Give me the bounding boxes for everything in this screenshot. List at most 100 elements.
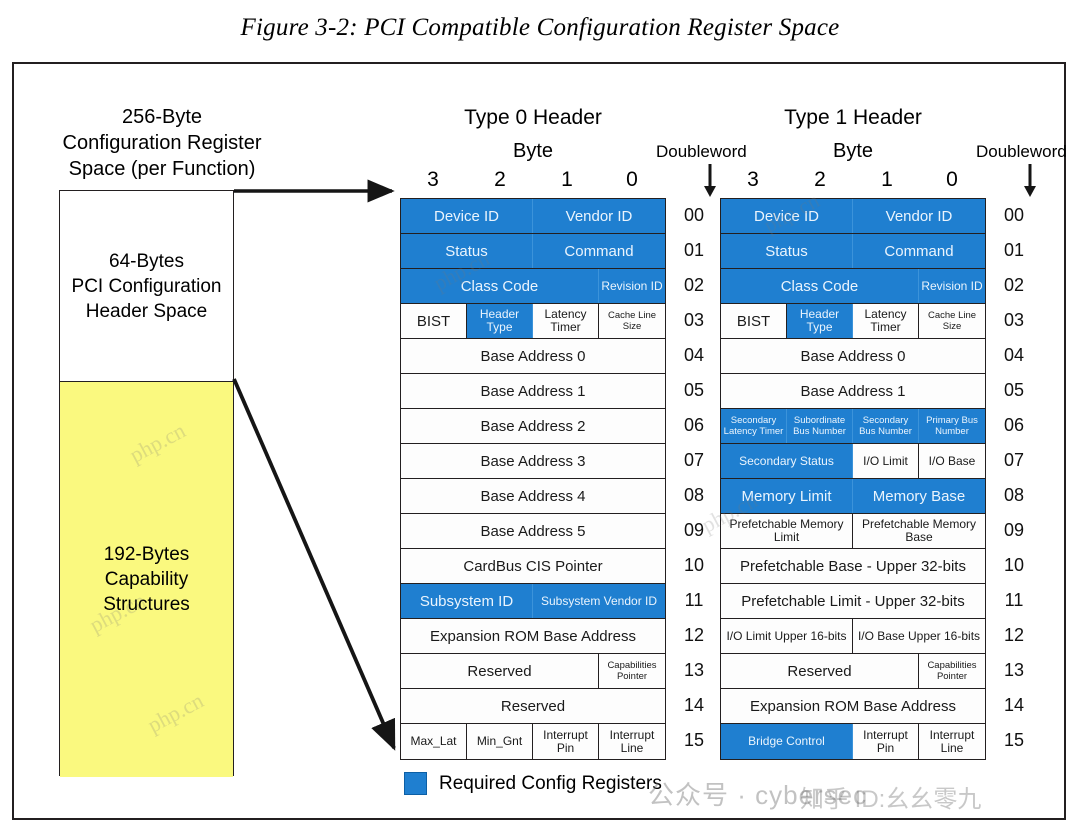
legend: Required Config Registers [404, 772, 662, 795]
register-cell: Base Address 3 [401, 444, 665, 478]
register-cell: Cache Line Size [919, 304, 985, 338]
register-row: Base Address 3 [401, 444, 665, 479]
register-cell: I/O Base Upper 16-bits [853, 619, 985, 653]
type-1-byte-num-3: 3 [747, 168, 759, 191]
register-cell: I/O Limit [853, 444, 919, 478]
header-space-line-2: PCI Configuration [71, 275, 222, 297]
register-cell: Reserved [401, 654, 599, 688]
register-cell: Prefetchable Memory Base [853, 514, 985, 548]
register-row-index: 08 [1003, 485, 1025, 505]
register-cell: Reserved [401, 689, 665, 723]
register-cell: Primary Bus Number [919, 409, 985, 443]
register-row-index: 10 [1003, 555, 1025, 575]
register-row-index: 06 [1003, 415, 1025, 435]
register-row: Base Address 1 [401, 374, 665, 409]
register-row-index: 10 [683, 555, 705, 575]
register-cell: CardBus CIS Pointer [401, 549, 665, 583]
register-row-index: 05 [1003, 380, 1025, 400]
register-cell: Device ID [721, 199, 853, 233]
type-0-byte-label: Byte [512, 140, 554, 162]
register-cell: Header Type [787, 304, 853, 338]
register-row: Expansion ROM Base Address [401, 619, 665, 654]
register-cell: Expansion ROM Base Address [401, 619, 665, 653]
register-cell: Base Address 2 [401, 409, 665, 443]
register-cell: Secondary Status [721, 444, 853, 478]
register-cell: Max_Lat [401, 724, 467, 759]
capability-line-2: Capability [104, 569, 189, 590]
type-1-byte-numbers: 3 2 1 0 [720, 168, 986, 194]
register-row-index: 04 [1003, 345, 1025, 365]
type-0-byte-num-3: 3 [427, 168, 439, 191]
register-row: Expansion ROM Base Address [721, 689, 985, 724]
register-cell: Interrupt Line [599, 724, 665, 759]
register-row-index: 14 [683, 695, 705, 715]
register-cell: Reserved [721, 654, 919, 688]
register-cell: Subsystem Vendor ID [533, 584, 665, 618]
register-row-index: 14 [1003, 695, 1025, 715]
register-cell: Base Address 0 [721, 339, 985, 373]
register-row-index: 08 [683, 485, 705, 505]
left-panel-caption: 256-Byte Configuration Register Space (p… [42, 104, 282, 182]
register-cell: Class Code [401, 269, 599, 303]
watermark-bottom-2: 知乎 ID:幺幺零九 [800, 786, 982, 813]
register-cell: Revision ID [599, 269, 665, 303]
type-0-byte-num-2: 2 [494, 168, 506, 191]
type-0-byte-num-0: 0 [626, 168, 638, 191]
header-space-line-1: 64-Bytes [109, 250, 184, 272]
register-row-index: 07 [1003, 450, 1025, 470]
register-row-index: 13 [683, 660, 705, 680]
type-1-title: Type 1 Header [784, 106, 922, 129]
register-row-index: 15 [683, 730, 705, 750]
register-row: Prefetchable Base - Upper 32-bits [721, 549, 985, 584]
register-cell: Memory Base [853, 479, 985, 513]
legend-label: Required Config Registers [439, 772, 662, 794]
register-row-index: 03 [1003, 310, 1025, 330]
register-cell: Interrupt Line [919, 724, 985, 759]
register-row: Base Address 2 [401, 409, 665, 444]
register-row: Base Address 0 [721, 339, 985, 374]
register-row-index: 01 [683, 240, 705, 260]
left-caption-line-2: Configuration Register [62, 132, 262, 154]
register-row-index: 02 [683, 275, 705, 295]
type-0-doubleword-label: Doubleword [656, 142, 747, 161]
register-cell: Capabilities Pointer [599, 654, 665, 688]
capability-line-3: Structures [103, 594, 190, 615]
register-row-index: 04 [683, 345, 705, 365]
register-cell: Min_Gnt [467, 724, 533, 759]
register-cell: Latency Timer [533, 304, 599, 338]
register-row-index: 03 [683, 310, 705, 330]
register-cell: Latency Timer [853, 304, 919, 338]
register-cell: Secondary Bus Number [853, 409, 919, 443]
register-cell: Vendor ID [533, 199, 665, 233]
register-cell: Cache Line Size [599, 304, 665, 338]
header-space-line-3: Header Space [85, 300, 208, 322]
register-row-index: 01 [1003, 240, 1025, 260]
register-cell: Command [853, 234, 985, 268]
register-cell: Prefetchable Memory Limit [721, 514, 853, 548]
type-0-byte-num-1: 1 [561, 168, 573, 191]
register-cell: Device ID [401, 199, 533, 233]
register-row: Reserved [401, 689, 665, 724]
watermark-bottom-1: 公众号 · cybersec [648, 780, 868, 810]
register-cell: Command [533, 234, 665, 268]
register-cell: Status [401, 234, 533, 268]
type-1-doubleword-arrow [1024, 164, 1036, 197]
type-1-byte-num-1: 1 [881, 168, 893, 191]
register-row-index: 09 [1003, 520, 1025, 540]
register-cell: Prefetchable Base - Upper 32-bits [721, 549, 985, 583]
left-caption-line-3: Space (per Function) [68, 158, 256, 180]
register-cell: Vendor ID [853, 199, 985, 233]
register-cell: Memory Limit [721, 479, 853, 513]
